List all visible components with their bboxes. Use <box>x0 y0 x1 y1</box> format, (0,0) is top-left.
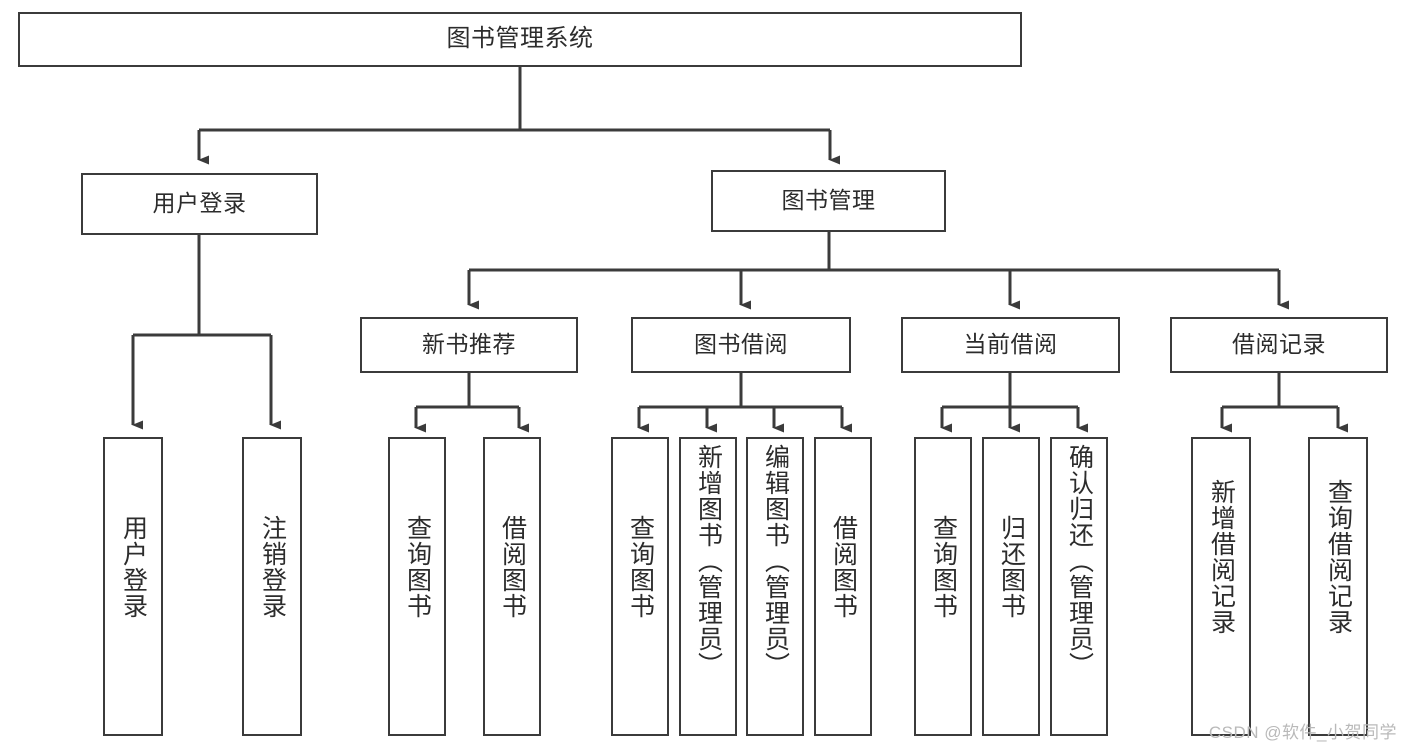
leaf-current-return-book[interactable]: 归还图书 <box>982 437 1040 736</box>
node-label: 借阅图书 <box>498 515 527 619</box>
node-label: 图书借阅 <box>694 331 788 358</box>
leaf-borrow-borrow-book[interactable]: 借阅图书 <box>814 437 872 736</box>
leaf-recommend-query-book[interactable]: 查询图书 <box>388 437 446 736</box>
node-label: 查询借阅记录 <box>1324 479 1353 635</box>
leaf-borrow-edit-book-admin[interactable]: 编辑图书（管理员） <box>746 437 804 736</box>
node-label: 图书管理 <box>781 187 876 214</box>
node-user-login[interactable]: 用户登录 <box>81 173 318 235</box>
node-label: 借阅图书 <box>829 515 858 619</box>
node-label: 图书管理系统 <box>446 25 594 53</box>
node-label: 编辑图书（管理员） <box>761 444 790 678</box>
leaf-user-login-signout[interactable]: 注销登录 <box>242 437 302 736</box>
node-label: 用户登录 <box>119 515 148 619</box>
node-label: 新增图书（管理员） <box>694 444 723 678</box>
leaf-record-query-record[interactable]: 查询借阅记录 <box>1308 437 1368 736</box>
node-borrow-record[interactable]: 借阅记录 <box>1170 317 1388 373</box>
leaf-current-confirm-return-admin[interactable]: 确认归还（管理员） <box>1050 437 1108 736</box>
node-label: 归还图书 <box>997 515 1026 619</box>
node-label: 查询图书 <box>403 515 432 619</box>
leaf-borrow-add-book-admin[interactable]: 新增图书（管理员） <box>679 437 737 736</box>
node-label: 查询图书 <box>929 515 958 619</box>
node-label: 确认归还（管理员） <box>1065 444 1094 678</box>
node-label: 新增借阅记录 <box>1207 479 1236 635</box>
leaf-current-query-book[interactable]: 查询图书 <box>914 437 972 736</box>
watermark-text: CSDN @软件_小贺同学 <box>1208 723 1397 742</box>
node-label: 借阅记录 <box>1232 331 1326 358</box>
leaf-borrow-query-book[interactable]: 查询图书 <box>611 437 669 736</box>
node-book-borrow[interactable]: 图书借阅 <box>631 317 851 373</box>
node-label: 注销登录 <box>258 515 287 619</box>
node-label: 查询图书 <box>626 515 655 619</box>
leaf-user-login-signin[interactable]: 用户登录 <box>103 437 163 736</box>
node-root-system[interactable]: 图书管理系统 <box>18 12 1022 67</box>
node-book-management[interactable]: 图书管理 <box>711 170 946 232</box>
node-label: 当前借阅 <box>963 331 1058 358</box>
leaf-recommend-borrow-book[interactable]: 借阅图书 <box>483 437 541 736</box>
node-label: 新书推荐 <box>422 331 516 358</box>
leaf-record-add-record[interactable]: 新增借阅记录 <box>1191 437 1251 736</box>
node-label: 用户登录 <box>152 190 247 217</box>
node-new-book-recommend[interactable]: 新书推荐 <box>360 317 578 373</box>
node-current-borrow[interactable]: 当前借阅 <box>901 317 1120 373</box>
